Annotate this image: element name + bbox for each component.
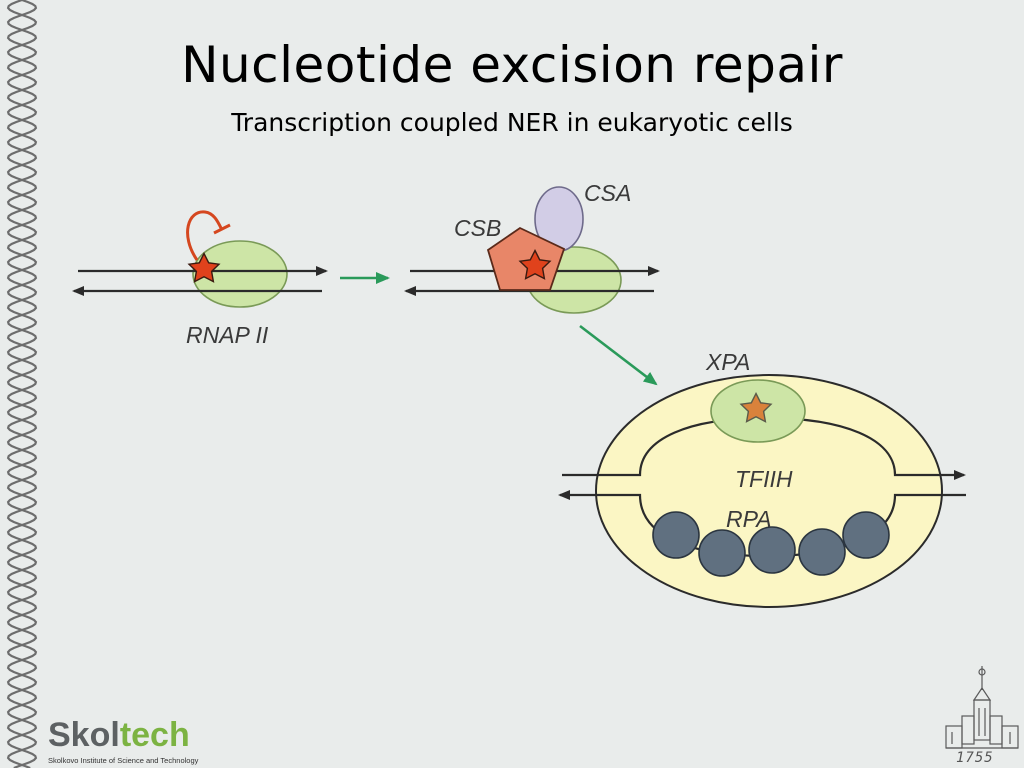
skoltech-wordmark: Skoltech: [48, 716, 190, 754]
csb-label: CSB: [454, 215, 501, 241]
year-caption: 1755: [956, 750, 994, 766]
rpa-bead: [798, 528, 846, 576]
rpa-label: RPA: [726, 506, 772, 532]
stage-1-stalled-rnap: RNAP II: [72, 210, 328, 348]
skoltech-logo: Skoltech Skolkovo Institute of Science a…: [46, 716, 216, 768]
stage-3-tfiih-complex: XPA TFIIH RPA: [558, 349, 966, 608]
stage-2-csb-csa: CSB CSA: [404, 180, 660, 314]
rpa-bead: [652, 511, 700, 559]
rpa-bead: [842, 511, 890, 559]
rpa-bead: [698, 529, 746, 577]
skoltech-caption: Skolkovo Institute of Science and Techno…: [48, 756, 199, 765]
rpa-bead: [748, 526, 796, 574]
page-title: Nucleotide excision repair: [181, 36, 843, 94]
rnap-ii-label: RNAP II: [186, 322, 269, 348]
stall-bar-icon: [213, 223, 231, 235]
xpa-label: XPA: [705, 349, 750, 375]
csb-pentagon: [486, 226, 566, 291]
tfiih-label: TFIIH: [735, 466, 793, 492]
transition-arrow-2: [579, 324, 658, 386]
csa-label: CSA: [584, 180, 631, 206]
lesion-star-icon-2: [518, 248, 552, 280]
page-subtitle: Transcription coupled NER in eukaryotic …: [231, 108, 793, 137]
university-building-icon: [945, 666, 1019, 749]
xpa-lesion-star-icon: [739, 391, 773, 423]
dna-helix-border: [6, 0, 38, 768]
lesion-star-icon: [187, 251, 221, 283]
stall-inhibition-icon: [186, 210, 224, 261]
